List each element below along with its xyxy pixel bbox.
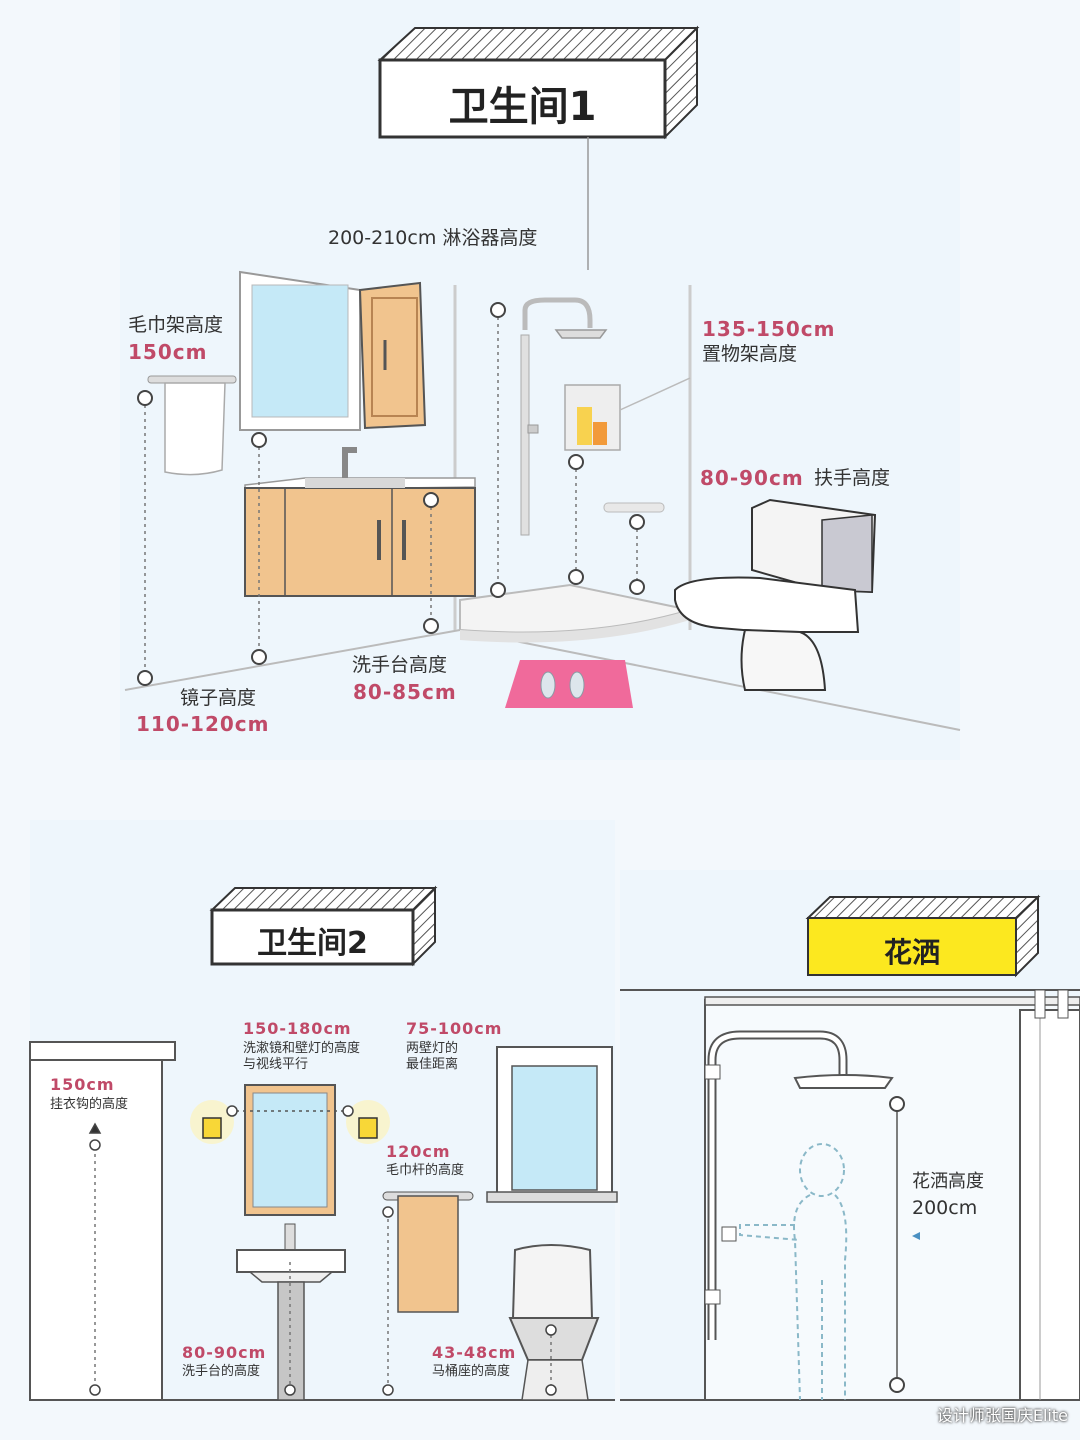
toilet-1: [674, 498, 877, 691]
wall-lamps: [190, 1100, 390, 1144]
window: [486, 1046, 618, 1203]
basin-height-value: 80-85cm: [353, 680, 457, 704]
lamp-distance-label-2: 最佳距离: [406, 1057, 459, 1072]
mirror-lamp-height-label-1: 洗漱镜和壁灯的高度: [243, 1041, 361, 1056]
section1-title-box: [377, 25, 700, 140]
pedestal-sink: [236, 1223, 346, 1401]
section2-dimension-lines: [94, 1140, 552, 1390]
section1-illustration: [120, 0, 961, 760]
basin-height-label: 洗手台高度: [352, 654, 448, 676]
section1-dimension-lines: [144, 310, 638, 678]
lamp-distance-value: 75-100cm: [406, 1019, 503, 1038]
section2-title: 卫生间2: [257, 926, 368, 961]
basin2-height-label: 洗手台的高度: [182, 1364, 261, 1379]
mirror-height-label: 镜子高度: [180, 687, 257, 709]
section2-title-box: [209, 885, 438, 967]
hook-height-label: 挂衣钩的高度: [50, 1097, 129, 1112]
door: [29, 1041, 176, 1401]
towel-bar-height-label: 毛巾杆的高度: [386, 1163, 465, 1178]
hook-height-value: 150cm: [50, 1075, 115, 1094]
shower-enclosure: [453, 285, 692, 708]
toilet-2: [508, 1244, 600, 1401]
mirror-2: [244, 1084, 336, 1216]
toilet-seat-height-label: 马桶座的高度: [432, 1364, 511, 1379]
shelf-height-label: 置物架高度: [702, 343, 798, 365]
mirror-lamp-height-label-2: 与视线平行: [243, 1057, 309, 1072]
section3-illustration: [620, 870, 1080, 1401]
section1-title: 卫生间1: [448, 84, 597, 130]
shower-height-label: 200-210cm 淋浴器高度: [328, 227, 538, 249]
towel-bar: [382, 1191, 474, 1313]
section3-title: 花洒: [883, 936, 940, 969]
towel-rack-height-label: 毛巾架高度: [128, 314, 224, 336]
shower-head-height-label: 花洒高度: [912, 1171, 984, 1192]
towel-rack: [147, 375, 237, 476]
lamp-distance-label-1: 两壁灯的: [406, 1041, 459, 1056]
section2-illustration: [29, 820, 618, 1401]
mirror: [239, 270, 361, 431]
towel-bar-height-value: 120cm: [386, 1142, 451, 1161]
shower-fixture: [704, 1030, 894, 1340]
wall-cabinet: [358, 281, 427, 430]
section2-dimension-markers: [88, 1105, 557, 1396]
mirror-height-value: 110-120cm: [136, 712, 270, 736]
vanity-cabinet: [244, 447, 476, 597]
person-silhouette: [739, 1143, 848, 1401]
watermark: 设计师张国庆Elite: [936, 1406, 1068, 1425]
basin2-height-value: 80-90cm: [182, 1343, 267, 1362]
shower-head-height-value: 200cm: [912, 1197, 978, 1219]
handrail-height-value: 80-90cm: [700, 466, 804, 490]
mirror-lamp-height-value: 150-180cm: [243, 1019, 352, 1038]
handrail-height-label: 扶手高度: [814, 467, 891, 489]
section3-dimension-markers: [889, 1096, 905, 1393]
towel-rack-height-value: 150cm: [128, 340, 208, 364]
shelf-height-value: 135-150cm: [702, 317, 836, 341]
section3-title-box: [805, 894, 1041, 978]
section1-dimension-markers: [137, 302, 645, 686]
toilet-seat-height-value: 43-48cm: [432, 1343, 517, 1362]
